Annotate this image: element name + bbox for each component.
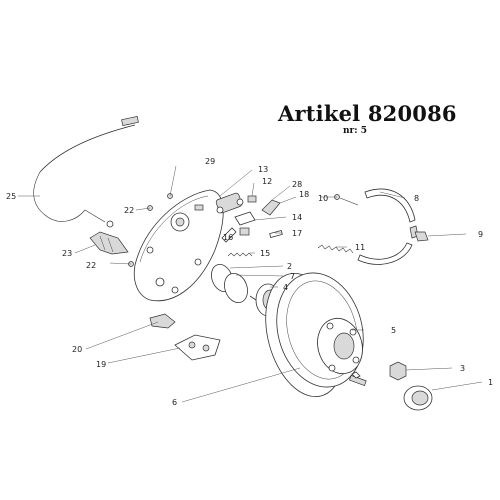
adjuster-assembly xyxy=(174,334,221,361)
callout-20: 20 xyxy=(72,345,82,354)
callout-10: 10 xyxy=(318,194,328,203)
callout-29: 29 xyxy=(205,157,215,166)
callout-18: 18 xyxy=(299,190,309,199)
leader-lines xyxy=(18,165,483,403)
hub-cap xyxy=(403,385,433,411)
callout-14: 14 xyxy=(292,213,302,222)
callout-12: 12 xyxy=(262,177,272,186)
adjuster-strut xyxy=(234,211,256,226)
retainer-clip xyxy=(239,227,250,236)
callout-6: 6 xyxy=(172,398,177,407)
callout-9: 9 xyxy=(478,230,483,239)
callout-25: 25 xyxy=(6,192,16,201)
callout-3: 3 xyxy=(460,364,465,373)
callout-1: 1 xyxy=(488,378,493,387)
callout-15: 15 xyxy=(260,249,270,258)
article-number: nr: 5 xyxy=(343,126,368,136)
shoe-clip xyxy=(414,231,429,242)
callout-22-upper: 22 xyxy=(124,206,134,215)
callout-5: 5 xyxy=(391,326,396,335)
article-title: Artikel 820086 xyxy=(278,101,457,126)
spring-pin xyxy=(269,230,283,238)
callout-13: 13 xyxy=(258,165,268,174)
wheel-cylinder xyxy=(215,192,244,214)
adjuster-clip xyxy=(247,195,257,203)
callout-17: 17 xyxy=(292,229,302,238)
hold-down-spring xyxy=(227,252,253,257)
brake-shoe xyxy=(357,188,419,265)
brake-pad-segment xyxy=(149,313,176,329)
callout-19: 19 xyxy=(96,360,106,369)
callout-16: 16 xyxy=(223,233,233,242)
lever-bracket xyxy=(89,231,129,255)
callout-7: 7 xyxy=(290,272,295,281)
callout-numbers: 25 22 29 13 12 28 18 14 10 8 9 11 23 22 … xyxy=(6,157,493,407)
callout-22-lower: 22 xyxy=(86,261,96,270)
backing-plate xyxy=(133,189,224,302)
return-spring xyxy=(317,244,354,254)
callout-4: 4 xyxy=(283,283,288,292)
callout-23: 23 xyxy=(62,249,72,258)
callout-2: 2 xyxy=(287,262,292,271)
callout-28: 28 xyxy=(292,180,302,189)
hub-nut xyxy=(389,361,407,381)
brake-drum xyxy=(265,272,364,398)
seal-ring xyxy=(224,273,248,303)
pin-16 xyxy=(221,227,237,243)
wheel-stud xyxy=(349,371,367,387)
adjuster-lever xyxy=(261,199,281,216)
callout-11: 11 xyxy=(355,243,365,252)
retaining-pin xyxy=(339,197,359,206)
callout-8: 8 xyxy=(414,194,419,203)
handbrake-cable xyxy=(33,115,139,228)
